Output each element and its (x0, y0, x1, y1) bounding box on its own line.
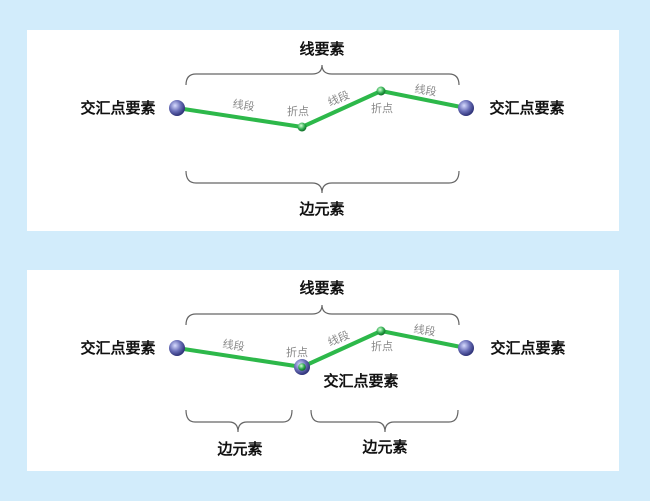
bottom-segment-label-1: 线段 (222, 336, 246, 353)
top-line-feature-label: 线要素 (299, 40, 344, 58)
top-edge-element-label: 边元素 (298, 200, 344, 218)
top-vertex-1 (297, 122, 307, 132)
bottom-edge-element-brace-right (310, 409, 459, 433)
top-junction-right (458, 100, 474, 116)
bottom-junction-left-label: 交汇点要素 (80, 339, 155, 357)
top-line-feature-brace (185, 64, 460, 86)
bottom-vertex-label-2: 折点 (371, 339, 393, 353)
top-vertex-label-1: 折点 (287, 104, 309, 118)
bottom-diagram: 线要素 线段 线段 线段 折点 折点 交汇点要素 交汇点要素 交汇点要素 边元素… (80, 279, 565, 458)
bottom-junction-middle-label: 交汇点要素 (323, 372, 398, 390)
top-vertex-2 (376, 86, 386, 96)
bottom-line-feature-brace (185, 304, 460, 326)
bottom-junction-middle-vertex (298, 363, 306, 371)
top-junction-left-label: 交汇点要素 (80, 99, 155, 117)
bottom-junction-right (458, 340, 474, 356)
top-edge-element-brace (185, 170, 460, 194)
top-segment-label-1: 线段 (232, 96, 256, 113)
bottom-line-feature (176, 329, 467, 369)
bottom-junction-right-label: 交汇点要素 (490, 339, 565, 357)
bottom-edge-element-right-label: 边元素 (361, 438, 407, 456)
top-vertex-label-2: 折点 (371, 101, 393, 115)
top-line-feature (176, 89, 467, 129)
top-junction-left (169, 100, 185, 116)
bottom-edge-element-brace-left (185, 409, 293, 433)
top-junction-right-label: 交汇点要素 (489, 99, 564, 117)
bottom-line-feature-label: 线要素 (299, 279, 344, 297)
top-panel (27, 30, 619, 231)
top-diagram: 线要素 线段 线段 线段 折点 折点 交汇点要素 交汇点要素 边元素 (80, 40, 564, 218)
bottom-edge-element-left-label: 边元素 (216, 440, 262, 458)
bottom-junction-left (169, 340, 185, 356)
bottom-vertex-label-1: 折点 (286, 345, 308, 359)
bottom-panel (27, 270, 619, 471)
bottom-segment-label-3: 线段 (413, 321, 437, 338)
top-segment-label-3: 线段 (414, 81, 438, 98)
bottom-vertex-1 (376, 326, 386, 336)
